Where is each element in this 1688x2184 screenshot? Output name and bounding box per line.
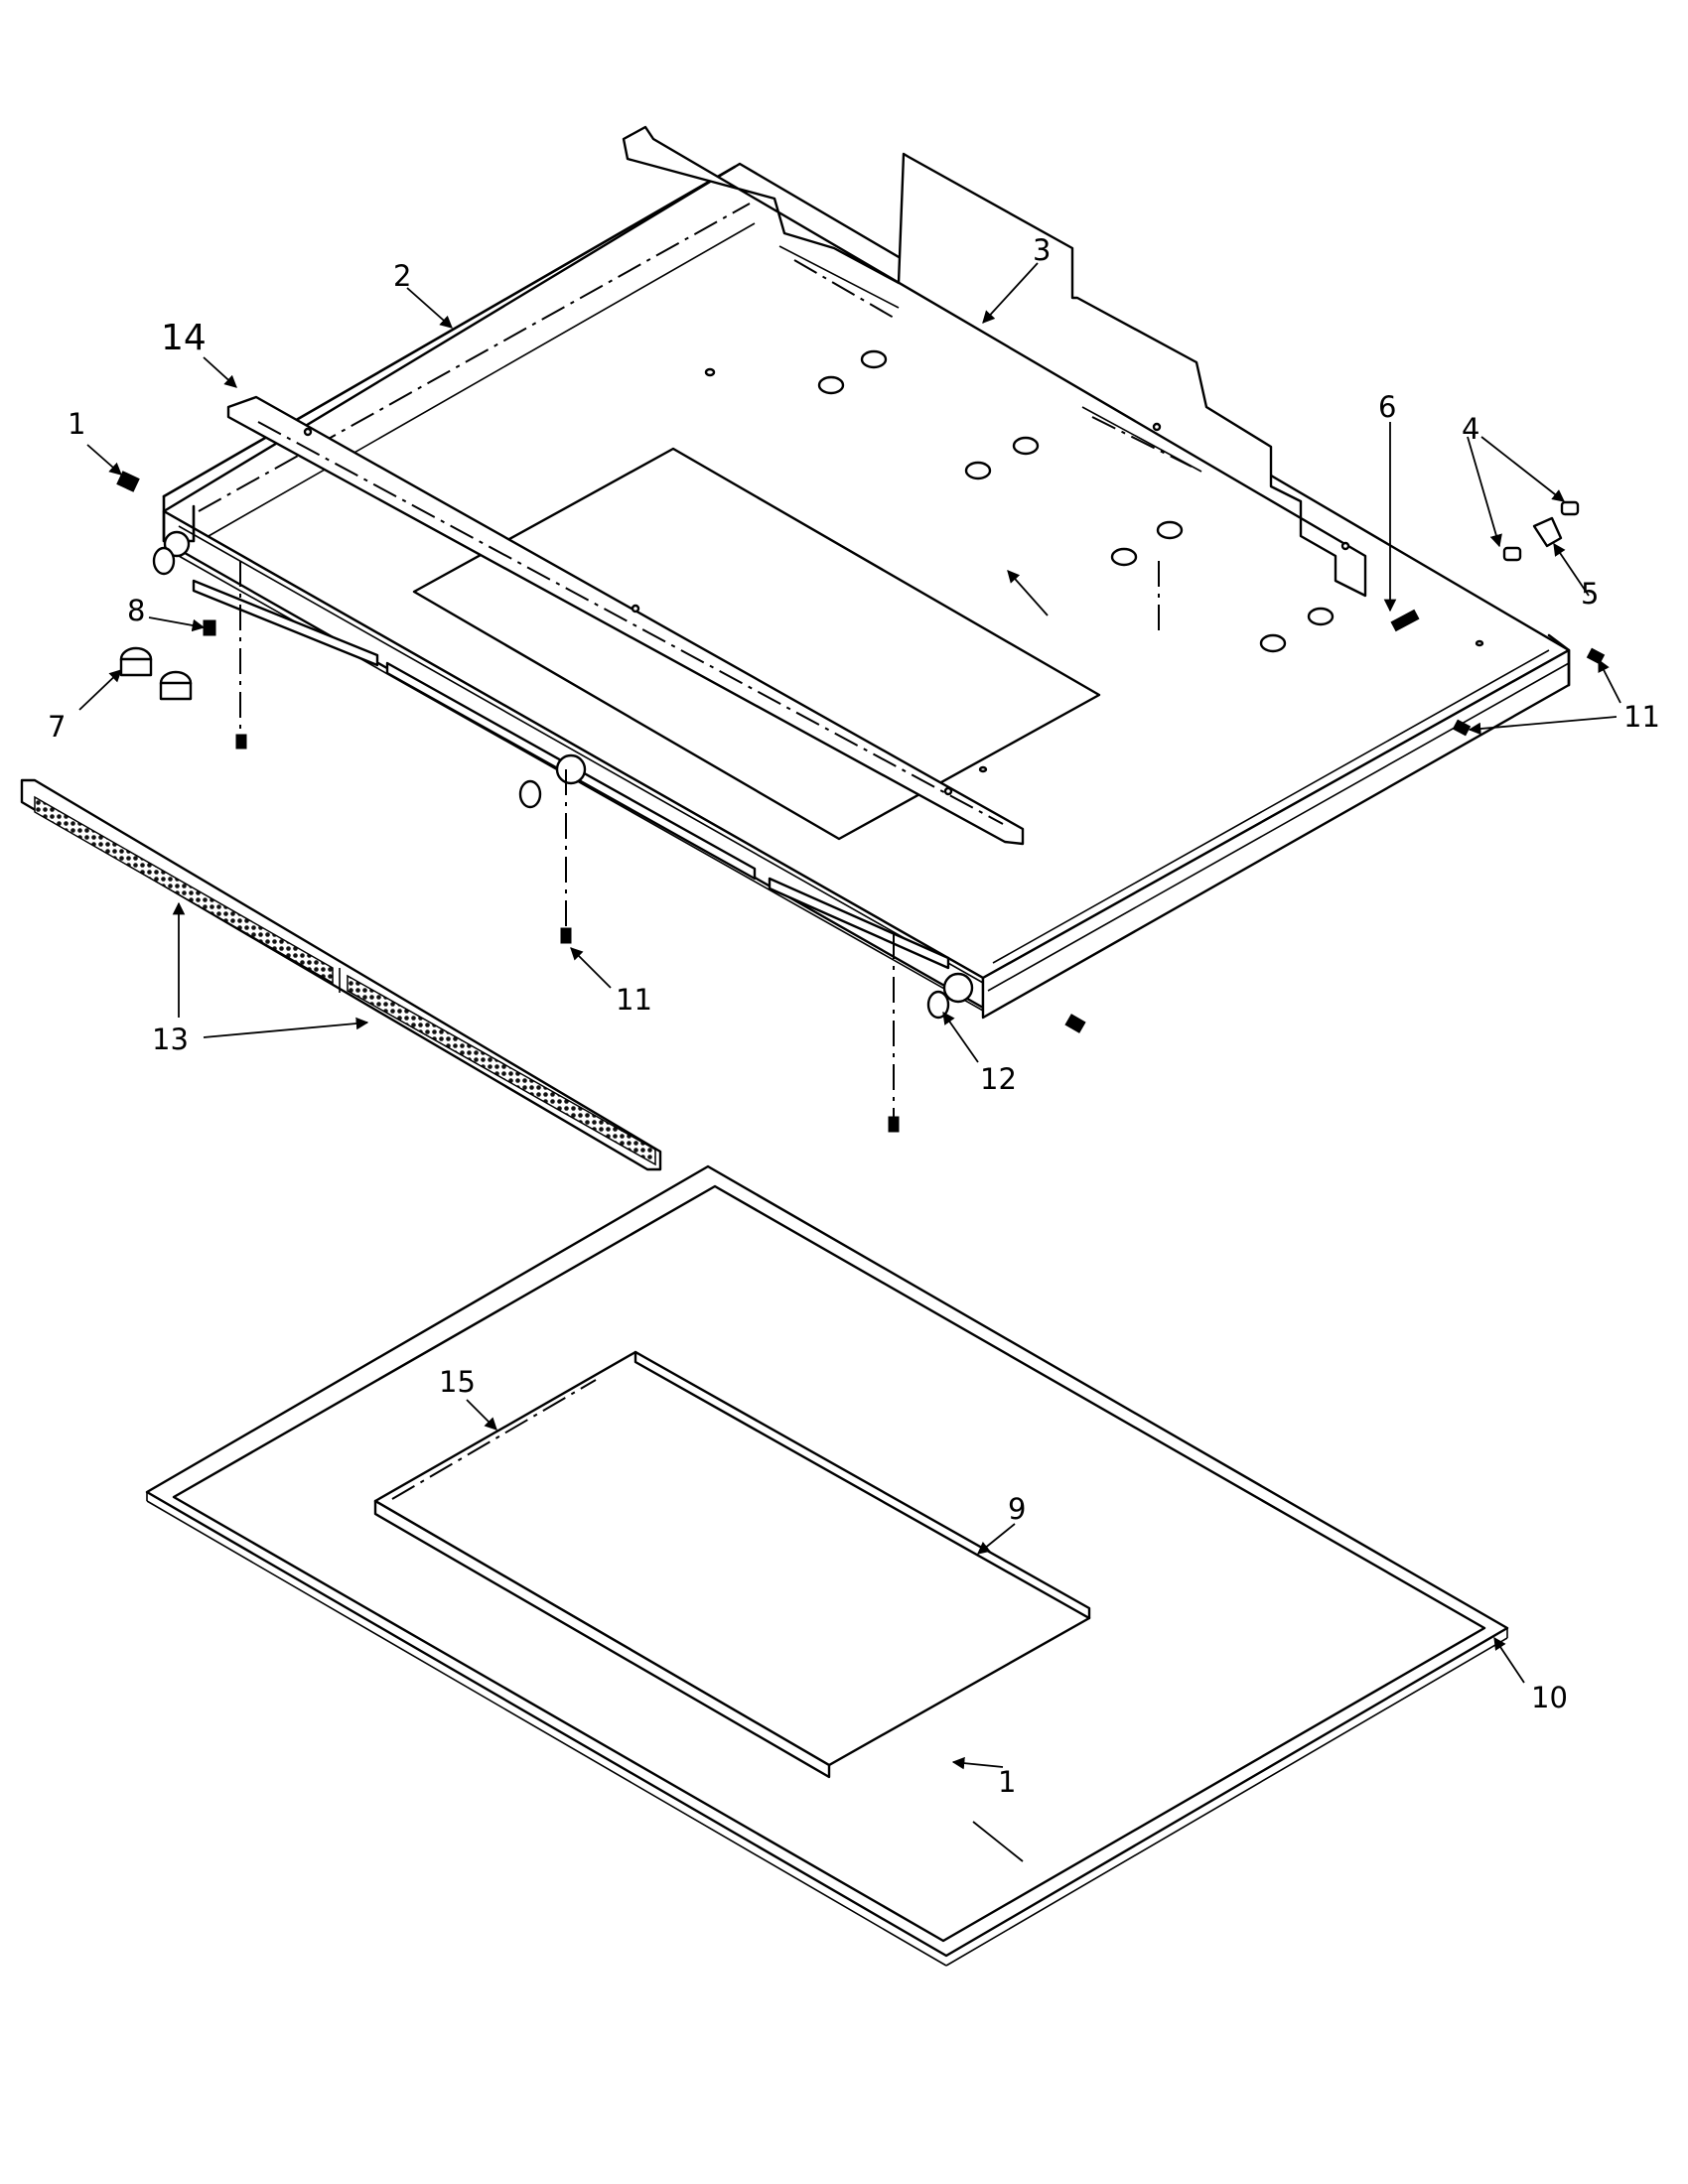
callout-3: 3 xyxy=(1033,233,1051,267)
bushings xyxy=(119,646,193,701)
tray-holes xyxy=(704,349,1484,773)
tray-insert-panel xyxy=(412,447,1101,841)
callout-1-top: 1 xyxy=(68,407,85,441)
callout-8: 8 xyxy=(127,594,145,627)
lower-panel xyxy=(373,1350,1091,1779)
callout-5: 5 xyxy=(1581,577,1599,611)
callout-9: 9 xyxy=(1008,1492,1026,1526)
callout-4: 4 xyxy=(1462,412,1479,446)
round-caps xyxy=(152,546,950,1020)
callout-15: 15 xyxy=(439,1365,476,1399)
callout-labels: 1 2 3 4 5 6 7 8 9 10 11 11 12 13 14 15 1 xyxy=(48,233,1660,1799)
callout-1-bottom: 1 xyxy=(998,1765,1016,1799)
callout-2: 2 xyxy=(393,259,411,293)
callout-10: 10 xyxy=(1531,1681,1568,1714)
callout-6: 6 xyxy=(1378,390,1396,424)
leader-lines xyxy=(78,262,1621,1862)
callout-11-center: 11 xyxy=(616,983,652,1017)
perforated-grille xyxy=(20,778,662,1171)
callout-14: 14 xyxy=(161,318,207,358)
rear-bracket xyxy=(622,125,1367,598)
callout-12: 12 xyxy=(980,1062,1017,1096)
callout-13: 13 xyxy=(152,1023,189,1056)
callout-7: 7 xyxy=(48,710,66,744)
rail-strip xyxy=(226,395,1025,846)
clip-5 xyxy=(1532,516,1563,548)
callout-11-right: 11 xyxy=(1623,700,1660,734)
